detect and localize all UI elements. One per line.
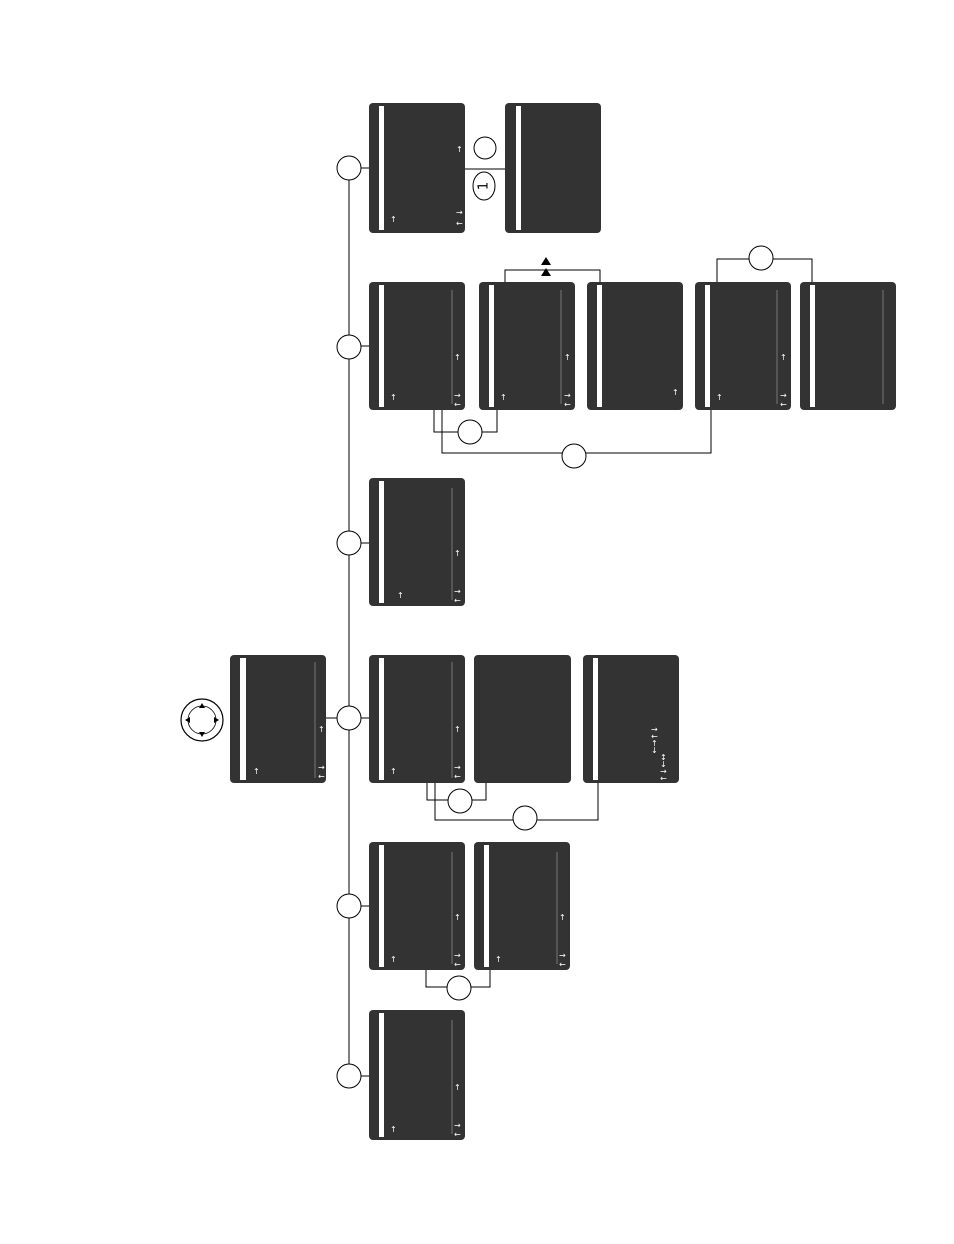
- svg-text:↕: ↕: [660, 753, 667, 762]
- svg-text:↑: ↑: [390, 1125, 397, 1134]
- svg-text:↑: ↑: [253, 767, 260, 776]
- svg-text:→: →: [456, 208, 463, 217]
- step-circle: [512, 805, 538, 831]
- svg-text:→: →: [780, 391, 787, 400]
- screen-row5-a: ↑ → ← ↑: [369, 842, 465, 970]
- svg-text:→: →: [651, 725, 658, 734]
- screen-row2-b: ↑ → ← ↑: [479, 282, 575, 410]
- svg-text:←: ←: [454, 400, 461, 409]
- screen-row2-c: ↑: [587, 282, 683, 410]
- screen-row4-b: [474, 655, 571, 783]
- step-circle: [447, 788, 473, 814]
- svg-text:↓: ↓: [651, 746, 658, 755]
- screen-row1-b: [505, 103, 601, 233]
- screen-row2-d: ↑ → ← ↑: [695, 282, 791, 410]
- step-circle: [473, 136, 497, 160]
- svg-text:←: ←: [651, 732, 658, 741]
- screen-row4-c: → ← ↑ ↓ ↕ ↓ → ←: [583, 655, 679, 783]
- svg-text:→: →: [454, 763, 461, 772]
- number-badge: 1: [472, 171, 496, 201]
- svg-text:↑: ↑: [454, 1083, 461, 1092]
- step-circle: [336, 155, 362, 181]
- step-circle: [336, 1063, 362, 1089]
- screen-row6-a: ↑ → ← ↑: [369, 1010, 465, 1140]
- step-circles: [336, 136, 774, 1089]
- joystick-control-icon: [180, 698, 224, 742]
- svg-text:↑: ↑: [390, 393, 397, 402]
- svg-text:→: →: [454, 587, 461, 596]
- step-circle: [336, 893, 362, 919]
- step-circle: [336, 334, 362, 360]
- svg-text:↑: ↑: [564, 353, 571, 362]
- svg-text:↑: ↑: [454, 725, 461, 734]
- svg-text:→: →: [318, 763, 325, 772]
- step-circle: [457, 419, 483, 445]
- svg-text:↑: ↑: [454, 913, 461, 922]
- screen-row5-b: ↑ → ← ↑: [474, 842, 570, 970]
- svg-text:←: ←: [564, 400, 571, 409]
- svg-text:←: ←: [454, 960, 461, 969]
- svg-text:↑: ↑: [495, 955, 502, 964]
- step-circle: [446, 975, 472, 1001]
- svg-text:←: ←: [454, 596, 461, 605]
- svg-text:→: →: [454, 391, 461, 400]
- svg-text:←: ←: [318, 772, 325, 781]
- step-circle: [336, 705, 362, 731]
- svg-text:↑: ↑: [390, 767, 397, 776]
- screen-row4-a: ↑ → ← ↑: [369, 655, 465, 783]
- step-circle: [336, 530, 362, 556]
- svg-text:→: →: [564, 391, 571, 400]
- svg-text:←: ←: [454, 1130, 461, 1139]
- svg-text:←: ←: [454, 772, 461, 781]
- svg-text:↑: ↑: [454, 353, 461, 362]
- badge-label: 1: [477, 182, 492, 190]
- screen-row2-a: ↑ → ← ↑: [369, 282, 465, 410]
- svg-text:↑: ↑: [318, 725, 325, 734]
- svg-text:→: →: [454, 951, 461, 960]
- svg-text:↑: ↑: [780, 353, 787, 362]
- svg-text:→: →: [454, 1121, 461, 1130]
- svg-text:↑: ↑: [500, 393, 507, 402]
- screen-main-menu: ↑ → ← ↑: [230, 655, 326, 783]
- svg-text:↑: ↑: [397, 591, 404, 600]
- svg-text:↑: ↑: [456, 145, 463, 154]
- screen-row2-e: [800, 282, 896, 410]
- svg-text:→: →: [559, 951, 566, 960]
- svg-text:←: ←: [660, 774, 667, 783]
- step-circle: [748, 245, 774, 271]
- svg-text:↑: ↑: [716, 393, 723, 402]
- svg-text:↑: ↑: [672, 388, 679, 397]
- svg-text:←: ←: [780, 400, 787, 409]
- screen-row1-a: ↑ → ← ↑: [369, 103, 465, 233]
- svg-text:↑: ↑: [390, 955, 397, 964]
- screen-row3-a: ↑ → ← ↑: [369, 478, 465, 606]
- svg-text:←: ←: [456, 219, 463, 228]
- svg-text:→: →: [660, 767, 667, 776]
- svg-text:↓: ↓: [660, 760, 667, 769]
- svg-text:←: ←: [559, 960, 566, 969]
- svg-text:↑: ↑: [454, 549, 461, 558]
- svg-text:↑: ↑: [390, 215, 397, 224]
- svg-text:↑: ↑: [559, 913, 566, 922]
- cursor-arrows: [541, 257, 551, 276]
- svg-text:↑: ↑: [651, 739, 658, 748]
- step-circle: [561, 443, 587, 469]
